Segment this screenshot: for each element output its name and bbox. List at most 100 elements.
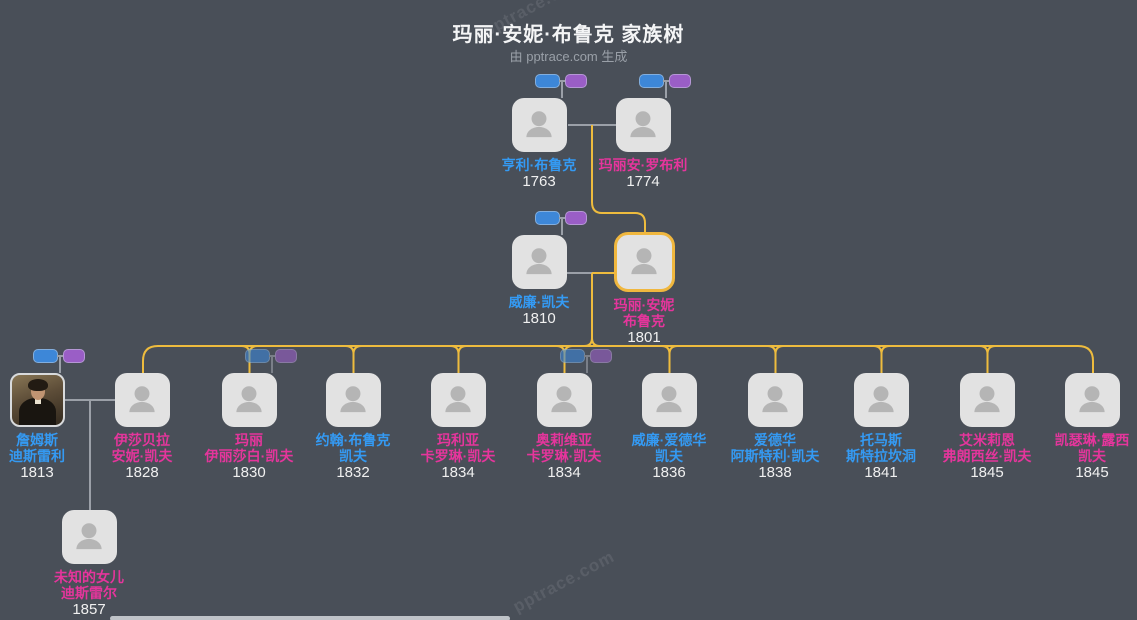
pill-connector-drop — [561, 82, 563, 98]
person-name: 未知的女儿 — [54, 569, 124, 585]
person-avatar[interactable] — [431, 373, 486, 427]
person-silhouette-icon — [236, 386, 262, 413]
parents-toggle[interactable] — [535, 74, 587, 100]
person-avatar[interactable] — [62, 510, 117, 564]
person-avatar[interactable] — [1065, 373, 1120, 427]
person-avatar[interactable] — [326, 373, 381, 427]
person-silhouette-icon — [1079, 386, 1105, 413]
person-silhouette-icon — [974, 386, 1000, 413]
person-name: 托马斯 — [860, 432, 902, 448]
mother-pill-icon[interactable] — [565, 211, 587, 225]
father-pill-icon[interactable] — [535, 74, 560, 88]
parents-toggle[interactable] — [639, 74, 691, 100]
person-year: 1830 — [232, 464, 266, 481]
pill-connector-drop — [561, 219, 563, 235]
person-name: 凯夫 — [339, 448, 367, 464]
person-name: 卡罗琳·凯夫 — [526, 448, 602, 464]
person-avatar[interactable] — [854, 373, 909, 427]
person-name: 奥莉维亚 — [536, 432, 592, 448]
person-year: 1810 — [522, 310, 556, 327]
pill-connector-drop — [271, 357, 273, 373]
person-avatar[interactable] — [748, 373, 803, 427]
parents-toggle[interactable] — [245, 349, 297, 375]
mother-pill-icon[interactable] — [63, 349, 85, 363]
pill-connector — [57, 355, 64, 357]
person-avatar[interactable] — [222, 373, 277, 427]
horizontal-scrollbar[interactable] — [110, 616, 510, 620]
person-silhouette-icon — [868, 386, 894, 413]
person-avatar[interactable] — [537, 373, 592, 427]
person-name: 安妮·凯夫 — [111, 448, 173, 464]
person-year: 1838 — [758, 464, 792, 481]
person-name: 亨利·布鲁克 — [501, 157, 577, 173]
person-silhouette-icon — [656, 386, 682, 413]
person-name: 玛丽·安妮 — [613, 297, 675, 313]
person-avatar[interactable] — [642, 373, 697, 427]
person-year: 1845 — [970, 464, 1004, 481]
person-avatar[interactable] — [614, 232, 675, 292]
person-year: 1828 — [125, 464, 159, 481]
pill-connector — [559, 217, 566, 219]
pill-connector — [663, 80, 670, 82]
person-avatar[interactable] — [960, 373, 1015, 427]
person-portrait-photo[interactable] — [10, 373, 65, 427]
person-silhouette-icon — [129, 386, 155, 413]
parents-toggle[interactable] — [33, 349, 85, 375]
person-name: 迪斯雷利 — [9, 448, 65, 464]
person-silhouette-icon — [526, 111, 552, 138]
father-pill-icon[interactable] — [560, 349, 585, 363]
mother-pill-icon[interactable] — [565, 74, 587, 88]
person-name: 阿斯特利·凯夫 — [730, 448, 820, 464]
person-avatar[interactable] — [115, 373, 170, 427]
parents-toggle[interactable] — [535, 211, 587, 237]
person-year: 1845 — [1075, 464, 1109, 481]
portrait-hair — [28, 379, 48, 391]
person-silhouette-icon — [340, 386, 366, 413]
person-name: 威廉·凯夫 — [508, 294, 570, 310]
mother-pill-icon[interactable] — [669, 74, 691, 88]
person-silhouette-icon — [551, 386, 577, 413]
pill-connector — [559, 80, 566, 82]
person-avatar[interactable] — [616, 98, 671, 152]
person-name: 布鲁克 — [623, 313, 665, 329]
person-name: 玛丽 — [235, 432, 263, 448]
page-title: 玛丽·安妮·布鲁克 家族树 — [452, 24, 685, 46]
lineage-connectors — [142, 125, 1094, 373]
page-subtitle: 由 pptrace.com 生成 — [509, 49, 628, 64]
person-name: 凯夫 — [1078, 448, 1106, 464]
person-silhouette-icon — [762, 386, 788, 413]
person-year: 1763 — [522, 173, 556, 190]
father-pill-icon[interactable] — [245, 349, 270, 363]
person-year: 1801 — [627, 329, 661, 346]
mother-pill-icon[interactable] — [590, 349, 612, 363]
person-avatar[interactable] — [512, 98, 567, 152]
person-year: 1857 — [72, 601, 106, 618]
person-year: 1774 — [626, 173, 660, 190]
person-name: 斯特拉坎洞 — [846, 448, 916, 464]
person-year: 1813 — [20, 464, 54, 481]
mother-pill-icon[interactable] — [275, 349, 297, 363]
father-pill-icon[interactable] — [33, 349, 58, 363]
person-year: 1834 — [441, 464, 475, 481]
parents-toggle[interactable] — [560, 349, 612, 375]
person-name: 凯瑟琳·露西 — [1054, 432, 1130, 448]
person-silhouette-icon — [76, 523, 102, 550]
person-name: 艾米莉恩 — [959, 432, 1015, 448]
person-name: 伊丽莎白·凯夫 — [204, 448, 294, 464]
person-avatar[interactable] — [512, 235, 567, 289]
person-year: 1834 — [547, 464, 581, 481]
pill-connector — [269, 355, 276, 357]
father-pill-icon[interactable] — [535, 211, 560, 225]
father-pill-icon[interactable] — [639, 74, 664, 88]
person-name: 卡罗琳·凯夫 — [420, 448, 496, 464]
